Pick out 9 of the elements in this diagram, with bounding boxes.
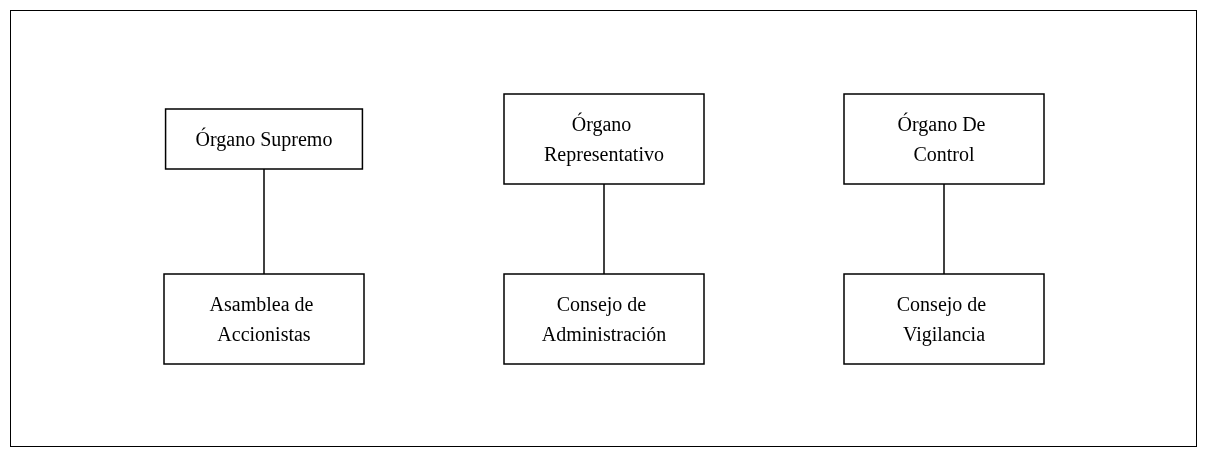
node-box: Consejo de Vigilancia <box>842 272 1045 365</box>
node-box: Órgano Representativo <box>502 92 705 185</box>
connector <box>942 182 945 275</box>
node-box: Consejo de Administración <box>502 272 705 365</box>
connector <box>262 167 265 275</box>
connector <box>602 182 605 275</box>
node-box: Órgano De Control <box>842 92 1045 185</box>
node-box: Órgano Supremo <box>164 107 363 170</box>
node-box: Asamblea de Accionistas <box>162 272 365 365</box>
